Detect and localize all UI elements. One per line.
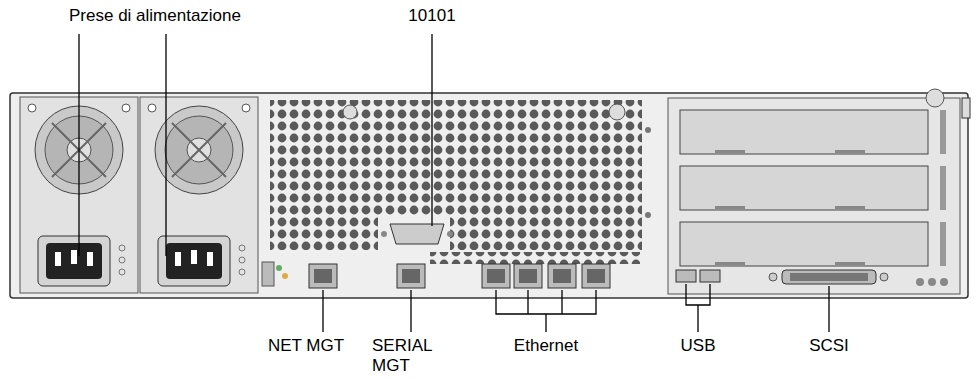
port-label: USB [681, 336, 716, 356]
port-label: SCSI [809, 336, 849, 356]
usb-port [676, 270, 696, 282]
serial-mgt-port [397, 264, 425, 288]
pci-slots [668, 89, 960, 294]
vent-grill [270, 100, 642, 250]
net-mgt-port [309, 264, 337, 288]
port-label: SERIAL MGT [372, 336, 446, 376]
callout-label: 10101 [408, 6, 455, 26]
port-label: NET MGT [268, 336, 344, 356]
port-label: Ethernet [514, 336, 578, 356]
scsi-port [782, 270, 876, 284]
power-supply [20, 97, 258, 293]
ethernet-ports [482, 264, 610, 288]
callout-label: Prese di alimentazione [69, 6, 241, 26]
leader-lines [79, 34, 829, 332]
usb-port [700, 270, 720, 282]
db9-port [390, 224, 444, 244]
